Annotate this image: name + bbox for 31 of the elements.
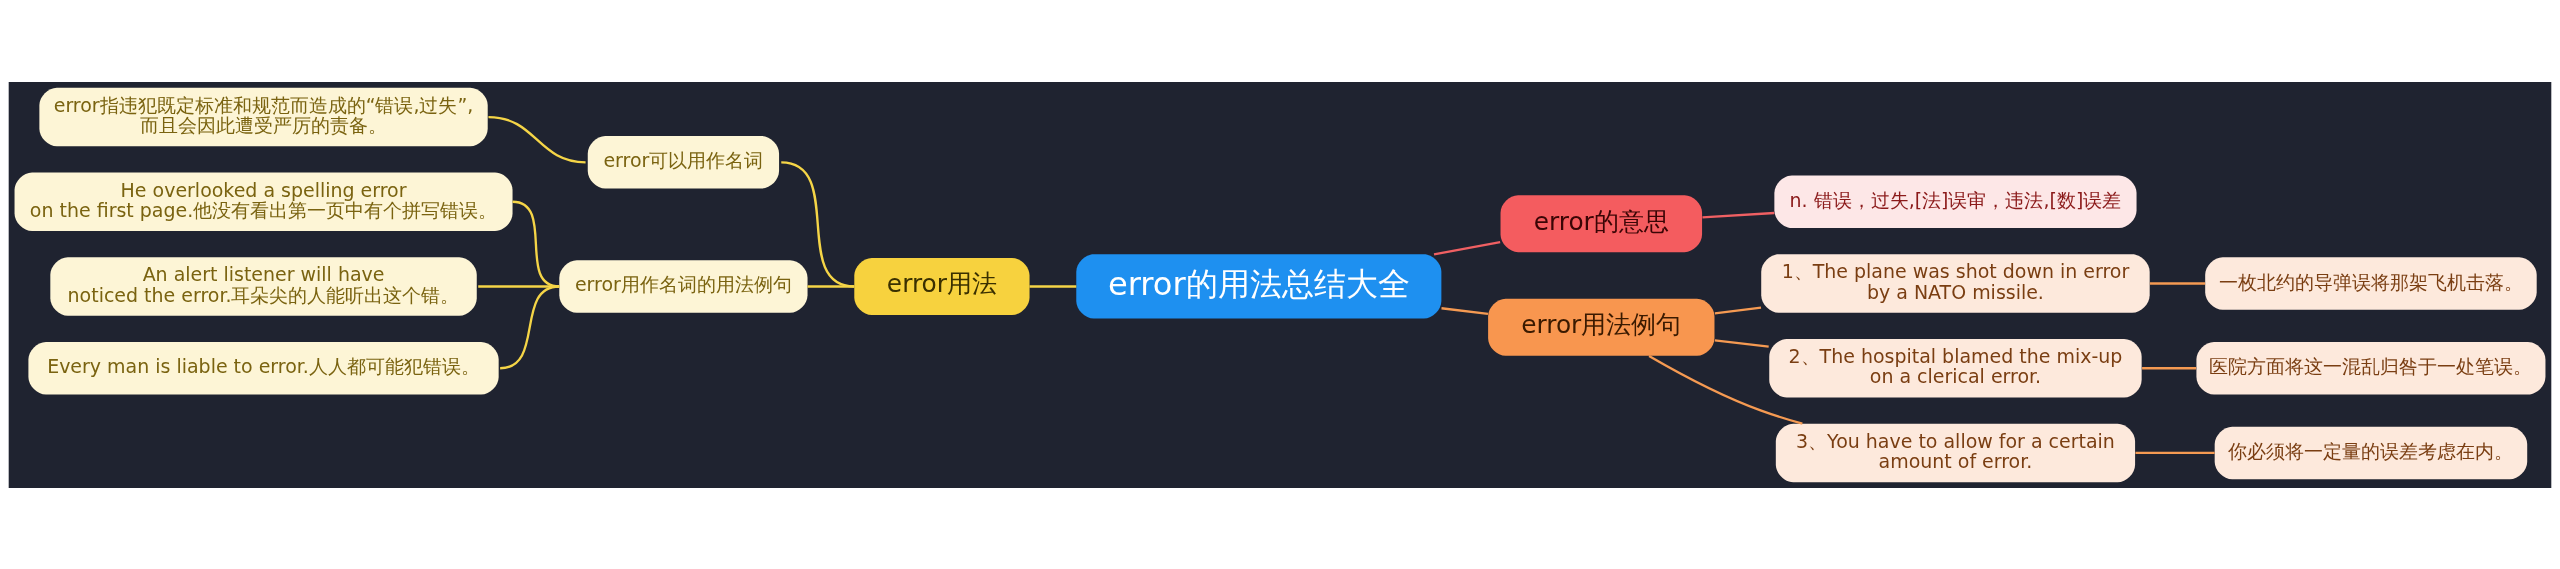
connector <box>488 115 586 163</box>
node-box: 2、The hospital blamed the mix-up on a clerical error. <box>1769 338 2142 397</box>
node-box: error可以用作名词 <box>587 135 780 189</box>
connector <box>1029 284 1077 288</box>
connector <box>1714 305 1762 315</box>
node-box: 一枚北约的导弹误将那架飞机击落。 <box>2205 256 2537 310</box>
connector <box>1714 338 1769 348</box>
connector <box>1433 240 1501 255</box>
connector <box>2142 366 2197 369</box>
node-box: 医院方面将这一混乱归咎于一处笔误。 <box>2196 341 2546 395</box>
node-box: error用法 <box>854 257 1030 315</box>
node-box: error的意思 <box>1500 194 1703 252</box>
node-box: error指违犯既定标准和规范而造成的“错误,过失”,而且会因此遭受严厉的责备。 <box>39 87 488 146</box>
node-box: 你必须将一定量的误差考虑在内。 <box>2214 426 2528 479</box>
node-box: 1、The plane was shot down in error by a NATO missile. <box>1761 253 2150 313</box>
node-box: He overlooked a spelling error on the first page.他没有看出第一页中有个拼写错误。 <box>14 172 513 231</box>
connector <box>2135 451 2215 454</box>
node-box: error的用法总结大全 <box>1076 253 1442 319</box>
node-box: 3、You have to allow for a certain amount of error. <box>1775 423 2136 482</box>
connector <box>1441 306 1489 315</box>
node-box: An alert listener will have noticed the error.耳朵尖的人能听出这个错。 <box>50 256 477 316</box>
node-box: n. 错误，过失,[法]误审，违法,[数]误差 <box>1774 174 2137 228</box>
node-box: Every man is liable to error.人人都可能犯错误。 <box>28 341 499 395</box>
connector <box>781 160 855 288</box>
connector <box>499 284 560 369</box>
node-box: error用作名词的用法例句 <box>559 259 808 313</box>
connector <box>1648 354 1803 425</box>
node-box: error用法例句 <box>1488 298 1715 356</box>
connector <box>807 284 855 288</box>
connector <box>2149 281 2206 285</box>
connector <box>1702 211 1775 219</box>
